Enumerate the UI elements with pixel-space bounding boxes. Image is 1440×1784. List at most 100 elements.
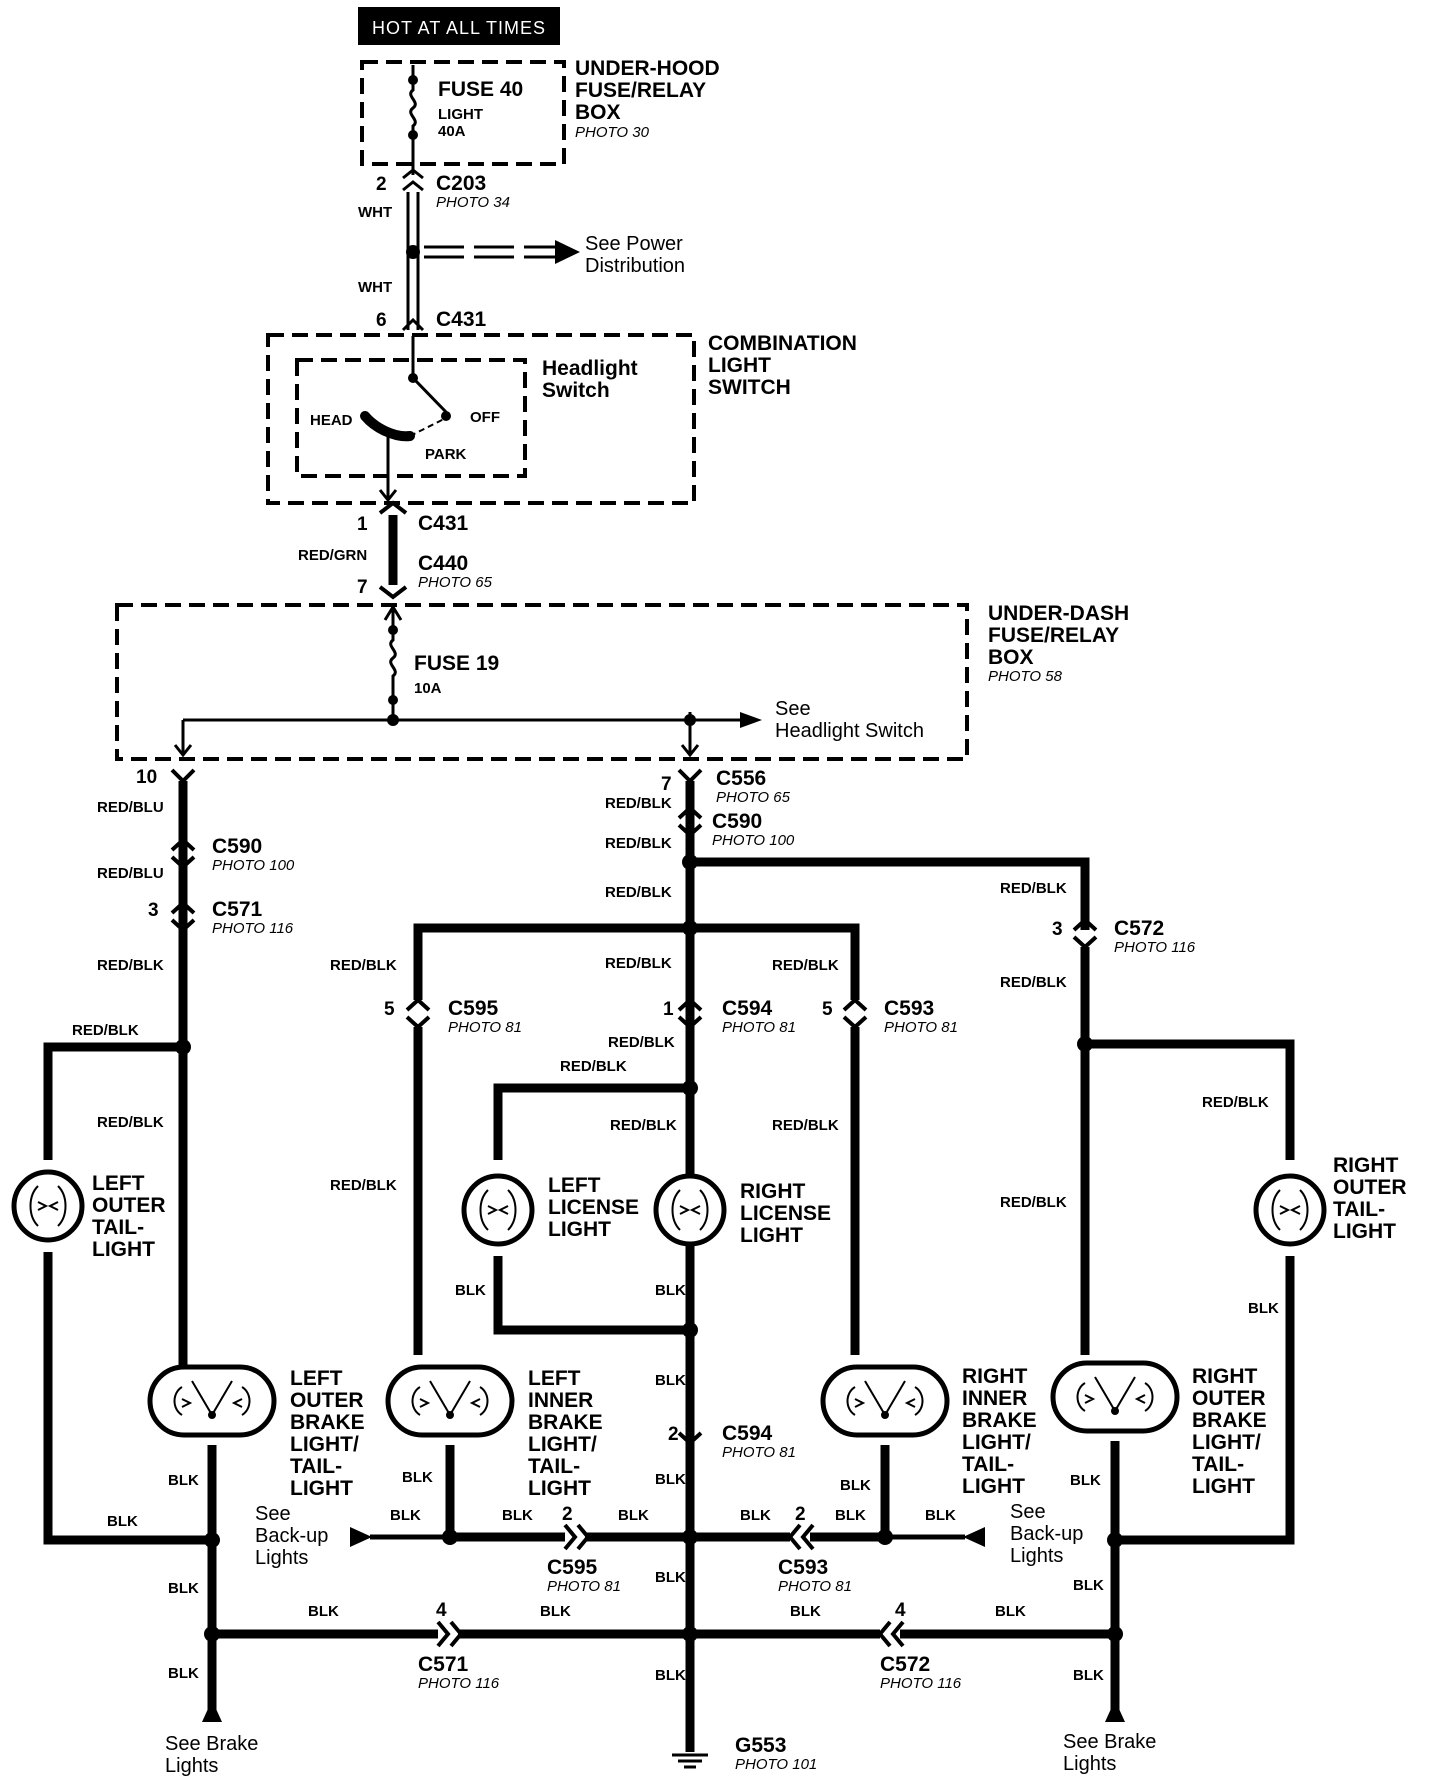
right-inner-brake-l1: RIGHT <box>962 1365 1028 1388</box>
left-inner-brake-l1: LEFT <box>528 1367 581 1390</box>
left-inner-brake-l5: TAIL- <box>528 1455 580 1478</box>
right-outer-brake-l1: RIGHT <box>1192 1365 1258 1388</box>
c593-pin: 5 <box>822 999 833 1020</box>
right-outer-brake-lamp <box>1053 1363 1177 1431</box>
left-feed-wire3: RED/BLK <box>97 957 164 974</box>
headlight-switch-l1: Headlight <box>542 357 638 380</box>
left-outer-brake-l4: LIGHT/ <box>290 1433 359 1456</box>
fuse-19-symbol <box>389 607 397 720</box>
c593-wire-mid: RED/BLK <box>772 1117 839 1134</box>
right-inner-brake-l3: BRAKE <box>962 1409 1037 1432</box>
blk-l4: BLK <box>502 1507 533 1524</box>
blk-b3: BLK <box>790 1603 821 1620</box>
c572-feed <box>690 857 1090 930</box>
underhood-box-label-2: FUSE/RELAY <box>575 79 706 102</box>
c572-wire-mid: RED/BLK <box>1000 974 1067 991</box>
hot-at-all-times-label: HOT AT ALL TIMES <box>372 18 546 38</box>
blk-r6: BLK <box>1073 1577 1104 1594</box>
c440-label: C440 <box>418 552 468 575</box>
left-inner-brake-l4: LIGHT/ <box>528 1433 597 1456</box>
right-inner-brake-l5: TAIL- <box>962 1453 1014 1476</box>
backup-right-l1: See <box>1010 1501 1046 1523</box>
blk-r5: BLK <box>1070 1472 1101 1489</box>
center-wire2: RED/BLK <box>605 835 672 852</box>
center-wire4: RED/BLK <box>605 955 672 972</box>
red-grn-label: RED/GRN <box>298 547 367 564</box>
underhood-box-photo: PHOTO 30 <box>575 124 650 141</box>
left-license-l2: LICENSE <box>548 1196 639 1219</box>
c594-pin: 1 <box>663 999 674 1020</box>
right-license-lamp <box>656 1176 724 1244</box>
center-c590: C590 <box>712 810 762 833</box>
backup-left-l3: Lights <box>255 1547 308 1569</box>
right-outer-tail-blk: BLK <box>1248 1300 1279 1317</box>
c572-photo: PHOTO 116 <box>1114 939 1196 956</box>
combo-switch-l1: COMBINATION <box>708 332 857 355</box>
c572-wire-top: RED/BLK <box>1000 880 1067 897</box>
fuse-40-symbol <box>409 65 417 150</box>
center-wire6: RED/BLK <box>560 1058 627 1075</box>
c594-low-pin: 2 <box>668 1424 679 1445</box>
backup-right-l3: Lights <box>1010 1545 1063 1567</box>
see-brake-left-l1: See Brake <box>165 1733 258 1755</box>
c595-wire-mid: RED/BLK <box>330 1177 397 1194</box>
fuse-19-label: FUSE 19 <box>414 652 499 675</box>
blk-r1: BLK <box>740 1507 771 1524</box>
left-c571-photo: PHOTO 116 <box>212 920 294 937</box>
fuse-40-sub1: LIGHT <box>438 106 483 123</box>
center-wire7: RED/BLK <box>610 1117 677 1134</box>
center-wire3: RED/BLK <box>605 884 672 901</box>
c593-low-photo: PHOTO 81 <box>778 1578 852 1595</box>
c572-wire-right: RED/BLK <box>1202 1094 1269 1111</box>
left-outer-brake-l2: OUTER <box>290 1389 364 1412</box>
underhood-box-label-1: UNDER-HOOD <box>575 57 720 80</box>
left-license-ground <box>493 1256 690 1335</box>
headlight-switch-off: OFF <box>470 409 500 426</box>
left-feed-wire1: RED/BLU <box>97 799 164 816</box>
right-outer-tail-l4: LIGHT <box>1333 1220 1396 1243</box>
left-feed-wire4: RED/BLK <box>72 1022 139 1039</box>
hot-at-all-times-badge <box>358 7 560 45</box>
c594-blk-top: BLK <box>655 1372 686 1389</box>
c594-low-photo: PHOTO 81 <box>722 1444 796 1461</box>
c571-low-photo: PHOTO 116 <box>418 1675 500 1692</box>
left-outer-tail-l4: LIGHT <box>92 1238 155 1261</box>
right-license-l1: RIGHT <box>740 1180 806 1203</box>
c594-blk-mid: BLK <box>655 1471 686 1488</box>
right-outer-brake-l6: LIGHT <box>1192 1475 1255 1498</box>
c595-label: C595 <box>448 997 499 1020</box>
left-c571-pin: 3 <box>148 900 159 921</box>
c203-photo: PHOTO 34 <box>436 194 510 211</box>
headlight-switch-box <box>295 358 527 478</box>
c593-label: C593 <box>884 997 934 1020</box>
c431-bot-pin: 1 <box>357 514 368 535</box>
blk-l3: BLK <box>390 1507 421 1524</box>
center-c556: C556 <box>716 767 766 790</box>
c203-wire: WHT <box>358 204 392 221</box>
c593-feed <box>690 923 860 1000</box>
right-outer-brake-l2: OUTER <box>1192 1387 1266 1410</box>
left-license-blk: BLK <box>455 1282 486 1299</box>
right-inner-brake-l2: INNER <box>962 1387 1027 1410</box>
left-inner-brake-l2: INNER <box>528 1389 593 1412</box>
c594-low-label: C594 <box>722 1422 773 1445</box>
left-feed-wire5: RED/BLK <box>97 1114 164 1131</box>
c572-low-photo: PHOTO 116 <box>880 1675 962 1692</box>
c595-feed <box>413 923 690 1000</box>
c572-low-label: C572 <box>880 1653 930 1676</box>
c440-photo: PHOTO 65 <box>418 574 493 591</box>
left-c590-photo: PHOTO 100 <box>212 857 295 874</box>
c595-low-pin: 2 <box>562 1504 573 1525</box>
center-wire5: RED/BLK <box>608 1034 675 1051</box>
backup-left-l2: Back-up <box>255 1525 328 1547</box>
underdash-l1: UNDER-DASH <box>988 602 1129 625</box>
c594-label: C594 <box>722 997 773 1020</box>
left-outer-brake-l6: LIGHT <box>290 1477 353 1500</box>
left-outer-tail-ground <box>43 1252 210 1545</box>
right-outer-tail-l2: OUTER <box>1333 1176 1407 1199</box>
see-brake-right-l2: Lights <box>1063 1753 1116 1775</box>
blk-l2: BLK <box>402 1469 433 1486</box>
see-headlight-l1: See <box>775 698 811 720</box>
backup-right-l2: Back-up <box>1010 1523 1083 1545</box>
right-outer-tail-ground <box>1115 1256 1295 1545</box>
